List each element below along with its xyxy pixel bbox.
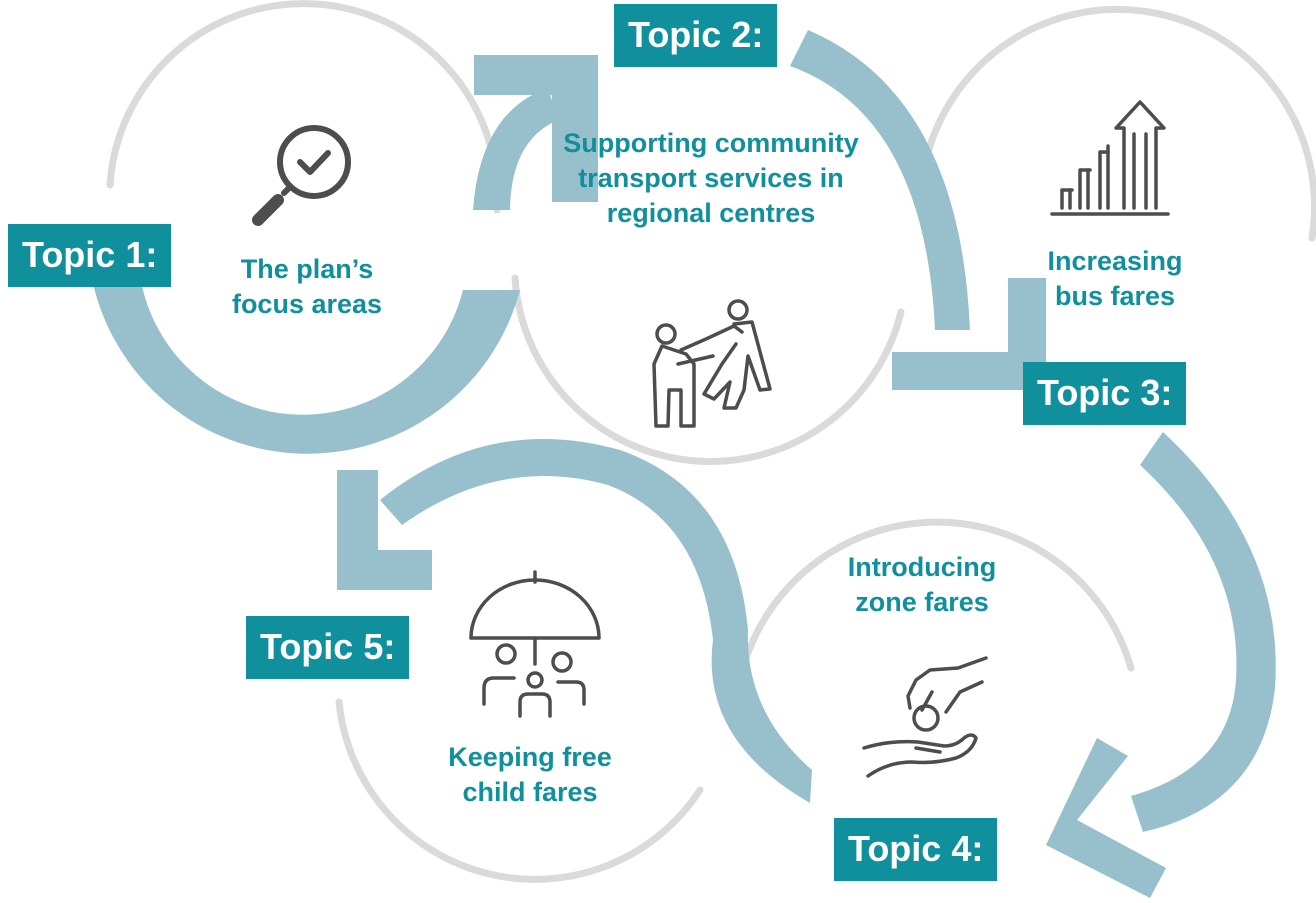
ring-topic-5 (335, 698, 704, 883)
coin-in-hand-icon (860, 652, 990, 782)
flow-arrow-4-to-5-head (337, 470, 432, 590)
flow-arrow-3-to-4 (1131, 432, 1276, 832)
topic-4-caption: Introducing zone fares (847, 552, 997, 618)
topic-4-tag: Topic 4: (834, 818, 998, 881)
topic-5-caption: Keeping free child fares (448, 742, 612, 808)
ring-topic-2 (511, 274, 905, 465)
topic-5-tag: Topic 5: (246, 616, 410, 679)
umbrella-family-icon (466, 568, 602, 728)
topic-1-tag: Topic 1: (8, 224, 172, 287)
flow-arrow-1-to-2-band (473, 88, 558, 210)
helping-hand-people-icon (638, 294, 788, 434)
topic-1-caption: The plan’s focus areas (231, 254, 383, 320)
topic-3-tag: Topic 3: (1023, 362, 1187, 425)
magnifier-check-icon (248, 118, 358, 228)
topic-2-tag: Topic 2: (614, 4, 778, 67)
rising-steps-arrow-icon (1048, 98, 1172, 218)
ring-topic-1 (106, 0, 501, 214)
flow-arrow-1-to-2 (90, 268, 520, 454)
flow-arrow-4-to-5 (380, 438, 812, 803)
flow-arrow-1-to-2-head (474, 55, 598, 202)
ring-topic-4 (731, 518, 1135, 732)
topic-2-caption: Supporting community transport services … (563, 128, 859, 229)
flow-arrow-2-to-3 (790, 30, 970, 330)
flow-arrow-2-to-3-head (892, 278, 1046, 390)
flow-arrow-3-to-4-head (1046, 738, 1166, 898)
topic-3-caption: Increasing bus fares (1047, 246, 1183, 312)
ring-topic-3 (919, 5, 1316, 242)
